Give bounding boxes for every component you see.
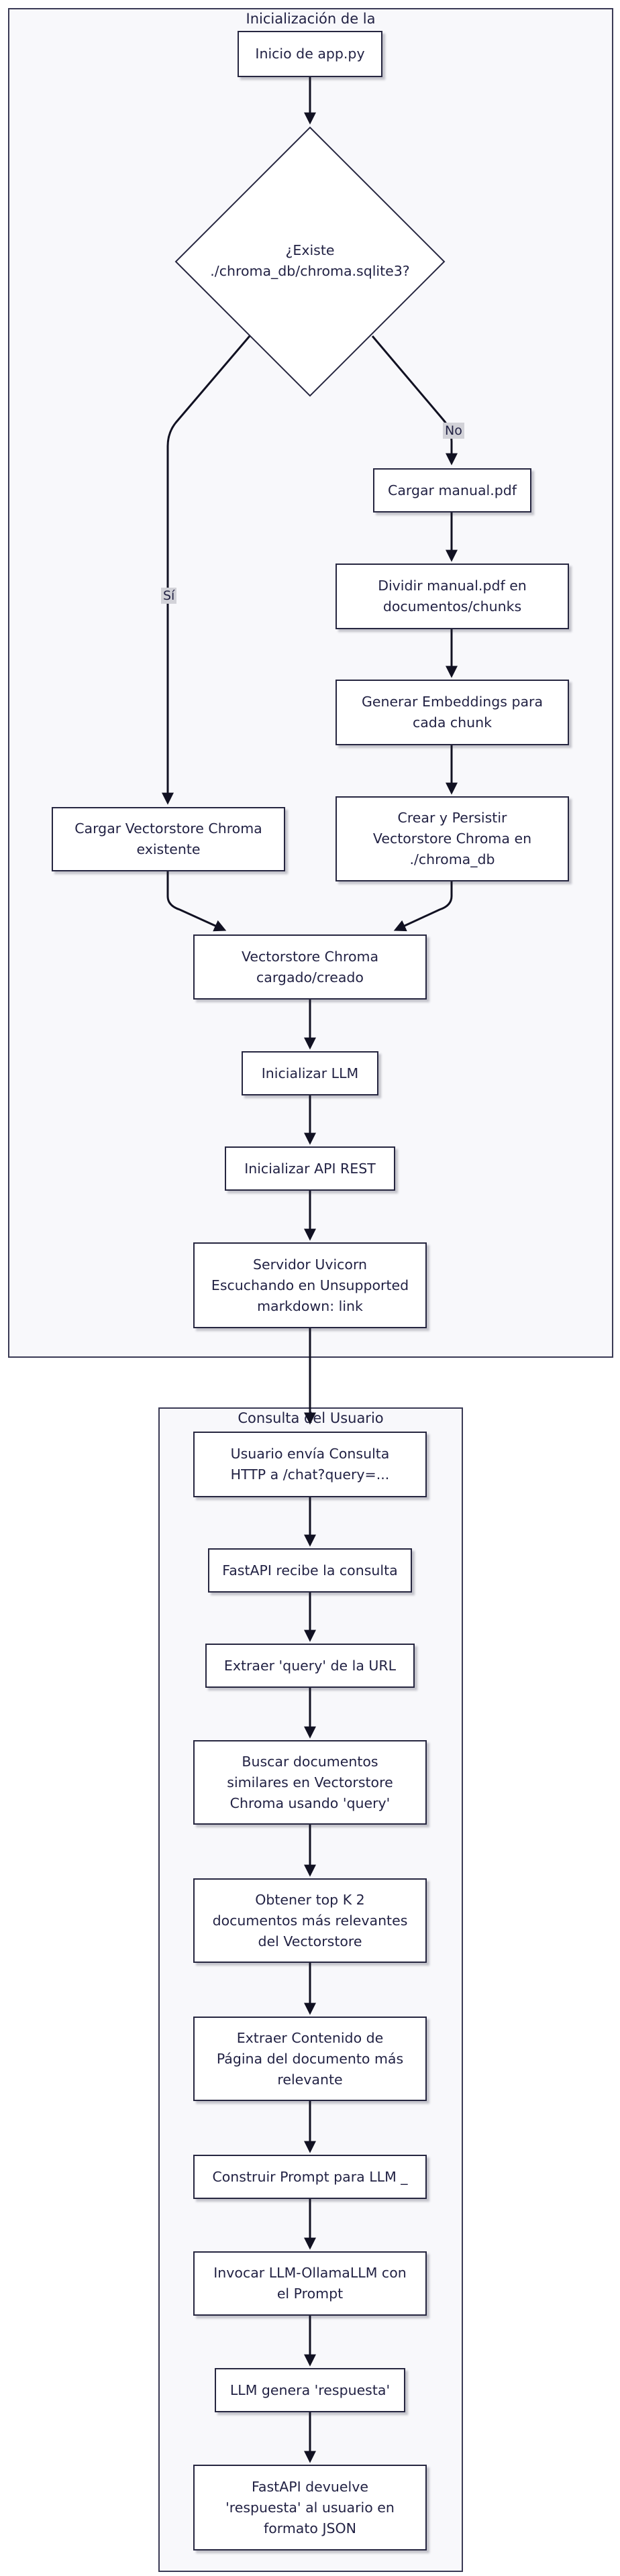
node-search: Buscar documentos similares en Vectorsto… — [193, 1740, 427, 1825]
node-load-pdf: Cargar manual.pdf — [373, 468, 531, 513]
node-topk: Obtener top K 2 documentos más relevante… — [193, 1878, 427, 1963]
node-fastapi-receives: FastAPI recibe la consulta — [208, 1548, 412, 1593]
node-extract-content: Extraer Contenido de Página del document… — [193, 2017, 427, 2101]
node-extract-query: Extraer 'query' de la URL — [205, 1644, 415, 1688]
node-init-llm: Inicializar LLM — [242, 1051, 378, 1095]
node-embed: Generar Embeddings para cada chunk — [335, 680, 569, 745]
subgraph-title: Inicialización de la — [246, 11, 376, 27]
node-init-api: Inicializar API REST — [225, 1146, 395, 1191]
node-llm-generates: LLM genera 'respuesta' — [215, 2368, 405, 2412]
node-invoke-llm: Invocar LLM-OllamaLLM con el Prompt — [193, 2251, 427, 2316]
node-server: Servidor Uvicorn Escuchando en Unsupport… — [193, 1242, 427, 1328]
edge-decision-no — [371, 335, 458, 466]
node-user-sends: Usuario envía Consulta HTTP a /chat?quer… — [193, 1432, 427, 1497]
edge-persist-ready — [393, 881, 453, 932]
node-load-existing: Cargar Vectorstore Chroma existente — [52, 807, 285, 871]
node-split: Dividir manual.pdf en documentos/chunks — [335, 564, 569, 629]
edge-existing-ready — [166, 871, 227, 932]
node-persist: Crear y Persistir Vectorstore Chroma en … — [335, 796, 569, 881]
node-build-prompt: Construir Prompt para LLM _ — [193, 2155, 427, 2199]
node-start: Inicio de app.py — [238, 31, 382, 77]
edge-label-no: No — [443, 423, 464, 439]
decision-label: ¿Existe ./chroma_db/chroma.sqlite3? — [210, 242, 410, 279]
edge-label-si: Sí — [161, 588, 177, 604]
decision-diamond — [174, 126, 446, 397]
node-vectorstore-ready: Vectorstore Chroma cargado/creado — [193, 934, 427, 1000]
node-fastapi-returns: FastAPI devuelve 'respuesta' al usuario … — [193, 2465, 427, 2551]
edge-decision-si — [162, 335, 251, 805]
